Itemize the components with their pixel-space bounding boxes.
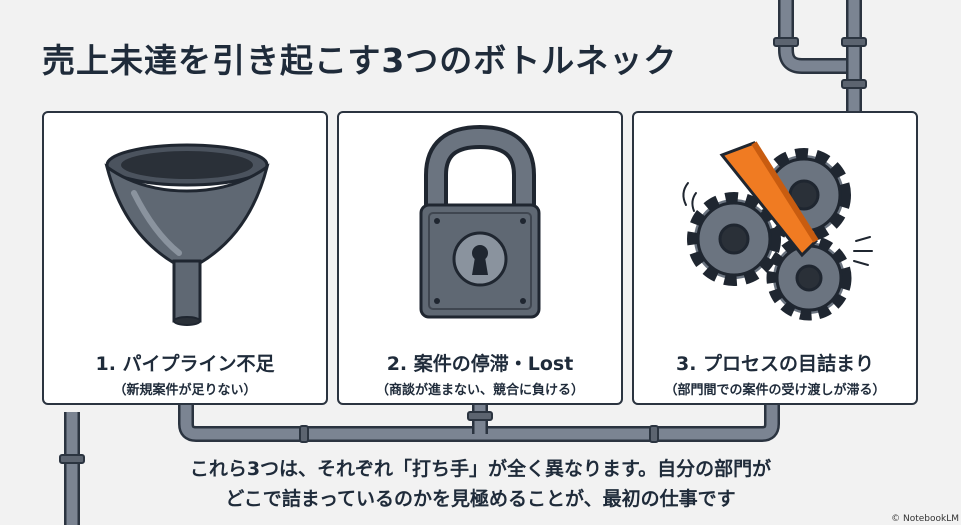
credit-label: © NotebookLM xyxy=(891,514,959,524)
funnel-icon xyxy=(104,143,270,326)
card-subtitle: （商談が進まない、競合に負ける） xyxy=(375,383,584,398)
key-message-line-1: これら3つは、それぞれ「打ち手」が全く異なります。自分の部門が xyxy=(189,458,772,480)
bottleneck-card-process-clog: 3. プロセスの目詰まり （部門間での案件の受け渡しが滞る） xyxy=(632,111,918,405)
key-message-line-2: どこで詰まっているのかを見極めることが、最初の仕事です xyxy=(225,488,736,510)
bottleneck-card-stalled-deals: 2. 案件の停滞・Lost （商談が進まない、競合に負ける） xyxy=(337,111,623,405)
card-title: 1. パイプライン不足 xyxy=(95,353,275,375)
key-message: これら3つは、それぞれ「打ち手」が全く異なります。自分の部門が どこで詰まってい… xyxy=(0,454,961,514)
jammed-gears-icon xyxy=(682,141,873,321)
bottleneck-card-pipeline: 1. パイプライン不足 （新規案件が足りない） xyxy=(42,111,328,405)
page-title: 売上未達を引き起こす3つのボトルネック xyxy=(42,41,678,80)
padlock-icon xyxy=(419,124,541,319)
card-subtitle: （新規案件が足りない） xyxy=(113,383,257,398)
card-title: 3. プロセスの目詰まり xyxy=(675,353,875,375)
card-subtitle: （部門間での案件の受け渡しが滞る） xyxy=(664,383,886,398)
card-title: 2. 案件の停滞・Lost xyxy=(386,353,574,375)
